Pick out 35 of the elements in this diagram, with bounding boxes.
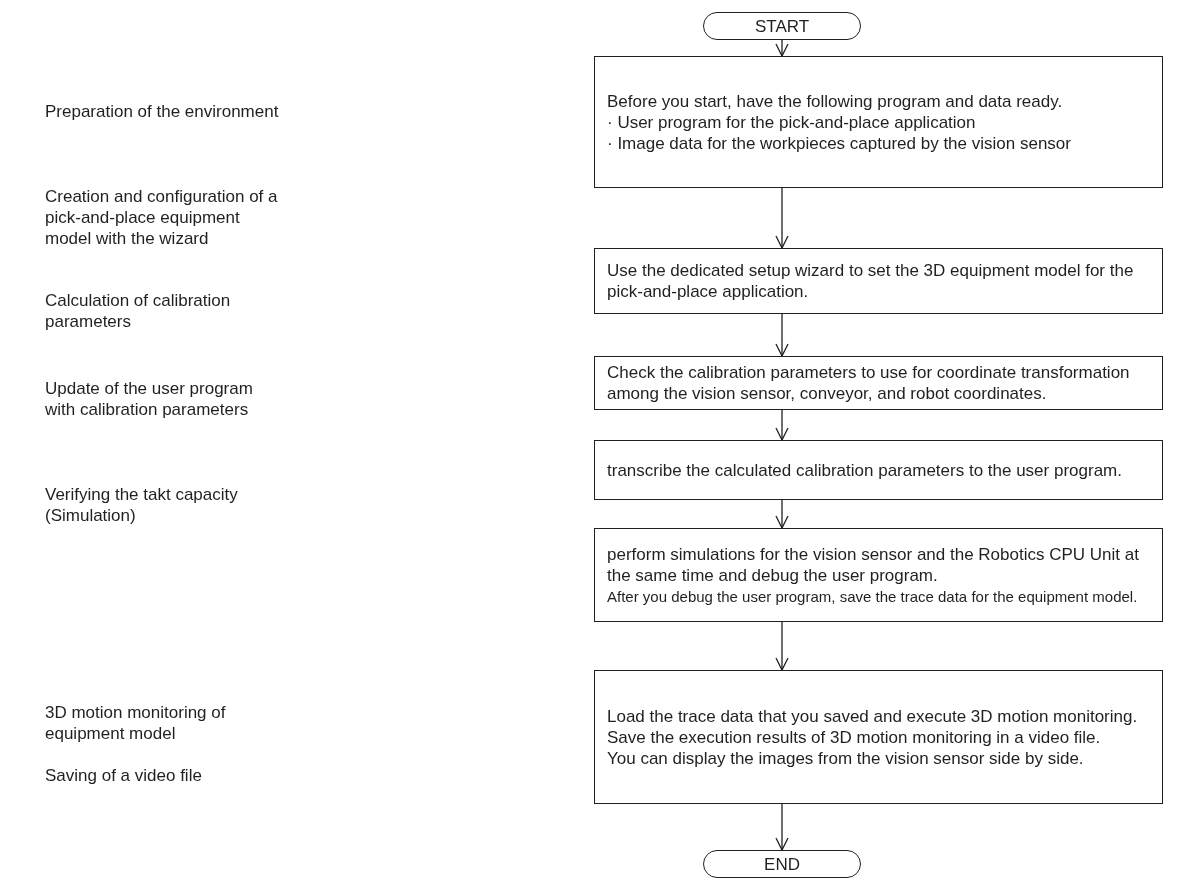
- terminal-label: END: [764, 853, 800, 875]
- arrow: [775, 39, 789, 57]
- process-box: [594, 56, 1163, 188]
- process-box: [594, 528, 1163, 622]
- step-text: Load the trace data that you saved and execute 3D motion monitoring.: [607, 705, 1139, 727]
- terminal-pill: [703, 850, 861, 878]
- step-text: After you debug the user program, save the trace data for the equipment model.: [607, 586, 1139, 607]
- stage-label: Update of the user program with calibration parameters: [45, 378, 254, 420]
- step-text: transcribe the calculated calibration parameters to the user program.: [607, 459, 1123, 481]
- stage-label: Calculation of calibration parameters: [45, 290, 232, 332]
- arrow: [775, 409, 789, 441]
- step-text: Before you start, have the following program and data ready.: [607, 90, 1064, 112]
- stage-label: Creation and configuration of a pick-and-place equipment model with the wizard: [45, 186, 279, 249]
- process-box: [594, 440, 1163, 500]
- stage-label: Saving of a video file: [45, 765, 203, 786]
- stage-label: 3D motion monitoring of equipment model: [45, 702, 227, 744]
- step-text: Check the calibration parameters to use for coordinate transformation among the vision sensor, conveyor, and robot coordinates.: [607, 362, 1131, 404]
- step-text: · User program for the pick-and-place application: [607, 111, 977, 133]
- terminal-label: START: [754, 15, 810, 37]
- arrow: [775, 499, 789, 529]
- arrow: [775, 313, 789, 357]
- step-text: Save the execution results of 3D motion monitoring in a video file.: [607, 726, 1102, 748]
- stage-label: Preparation of the environment: [45, 101, 280, 122]
- step-text: perform simulations for the vision sensor and the Robotics CPU Unit at the same time and debug the user program.: [607, 543, 1140, 586]
- stage-label: Verifying the takt capacity (Simulation): [45, 484, 239, 526]
- arrow: [775, 187, 789, 249]
- step-text: You can display the images from the vision sensor side by side.: [607, 747, 1085, 769]
- terminal-pill: [703, 12, 861, 40]
- step-text: Use the dedicated setup wizard to set the 3D equipment model for the pick-and-place application.: [607, 260, 1135, 302]
- arrow: [775, 803, 789, 851]
- process-box: [594, 670, 1163, 804]
- step-text: · Image data for the workpieces captured by the vision sensor: [607, 132, 1072, 154]
- process-box: [594, 356, 1163, 410]
- process-box: [594, 248, 1163, 314]
- arrow: [775, 621, 789, 671]
